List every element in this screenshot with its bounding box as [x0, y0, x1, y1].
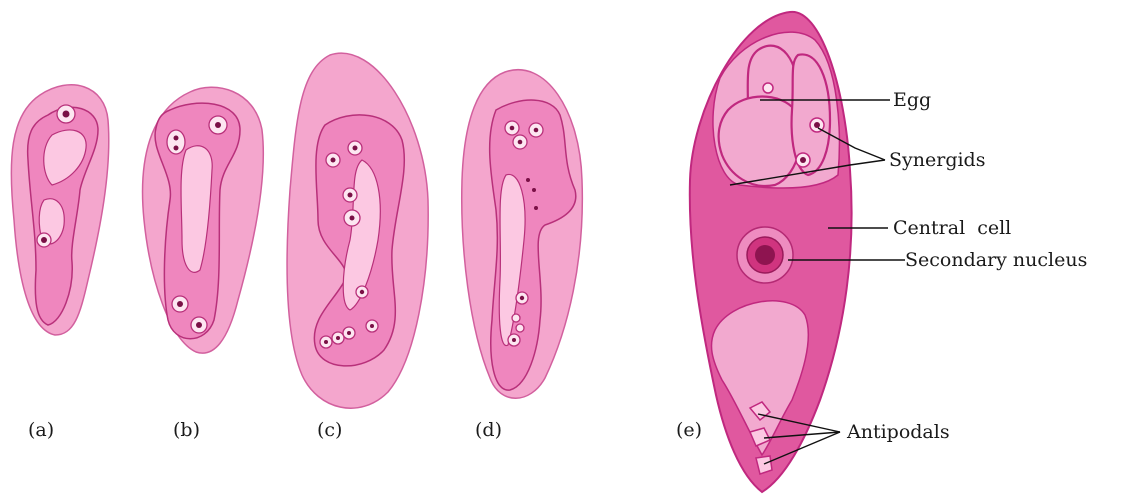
caption-a: (a)	[28, 419, 54, 441]
caption-e: (e)	[676, 419, 702, 441]
label-antipodals: Antipodals	[846, 421, 950, 443]
panel-a-nucleus-upper	[57, 105, 75, 123]
panel-c-embryo-sac	[287, 53, 428, 408]
caption-c: (c)	[317, 419, 342, 441]
label-central-cell: Central cell	[893, 217, 1011, 239]
label-synergids: Synergids	[889, 149, 985, 171]
panel-e-mature-embryo-sac	[690, 12, 852, 492]
label-egg: Egg	[893, 89, 931, 111]
label-secondary-nucleus: Secondary nucleus	[905, 249, 1087, 271]
panel-a-nucleus-lower	[37, 233, 51, 247]
caption-d: (d)	[475, 419, 502, 441]
caption-b: (b)	[173, 419, 200, 441]
panel-e-secondary-nucleus	[737, 227, 793, 283]
panel-d-embryo-sac	[462, 70, 583, 399]
panel-a-embryo-sac	[11, 85, 109, 335]
panel-b-embryo-sac	[143, 87, 264, 353]
